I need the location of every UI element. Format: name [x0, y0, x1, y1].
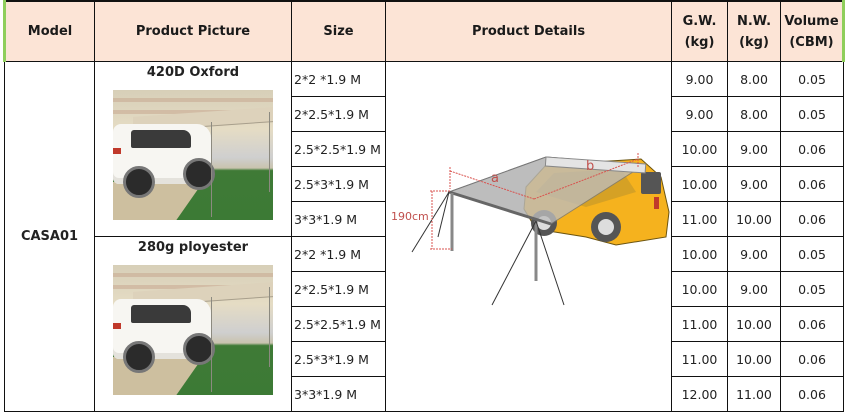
header-product-details: Product Details: [385, 0, 672, 62]
awning-dimension-diagram: 190cm a b: [391, 152, 670, 305]
car-awning-photo: [113, 265, 273, 395]
table-row: CASA01 420D Oxford 2*2 *1.9 M: [4, 61, 844, 412]
size-cell: 2.5*2.5*1.9 M: [291, 306, 386, 342]
header-gw-line2: (kg): [684, 34, 715, 50]
gw-cell: 11.00: [671, 341, 728, 377]
gw-cell: 10.00: [671, 271, 728, 307]
gw-cell: 9.00: [671, 96, 728, 132]
nw-cell: 10.00: [727, 306, 781, 342]
header-nw-line1: N.W.: [736, 13, 772, 29]
table-row: 3*3*1.9 M 12.00 11.00 0.06: [5, 376, 844, 412]
volume-cell: 0.06: [780, 131, 844, 167]
size-cell: 2.5*2.5*1.9 M: [291, 131, 386, 167]
gw-cell: 10.00: [671, 236, 728, 272]
nw-cell: 11.00: [727, 376, 781, 412]
gw-cell: 12.00: [671, 376, 728, 412]
height-label: 190cm: [391, 210, 429, 223]
size-cell: 3*3*1.9 M: [291, 201, 386, 237]
gw-cell: 11.00: [671, 306, 728, 342]
size-cell: 2*2.5*1.9 M: [291, 96, 386, 132]
header-nw-line2: (kg): [739, 34, 769, 50]
table-row: 2*2.5*1.9 M 9.00 8.00 0.05: [5, 96, 844, 132]
header-gw-line1: G.W.: [682, 13, 717, 29]
width-label-a: a: [491, 171, 499, 186]
product-picture-cell-oxford: 420D Oxford: [94, 61, 292, 237]
gw-cell: 10.00: [671, 131, 728, 167]
nw-cell: 9.00: [727, 236, 781, 272]
header-volume: Volume (CBM): [780, 0, 845, 62]
volume-cell: 0.06: [780, 376, 844, 412]
volume-cell: 0.06: [780, 201, 844, 237]
spec-table: Model Product Picture Size Product Detai…: [3, 0, 845, 412]
car-awning-photo: [113, 90, 273, 220]
header-model: Model: [3, 0, 95, 62]
gw-cell: 11.00: [671, 201, 728, 237]
volume-cell: 0.06: [780, 341, 844, 377]
table-row: 2.5*3*1.9 M 10.00 9.00 0.06: [5, 166, 844, 202]
size-cell: 2.5*3*1.9 M: [291, 166, 386, 202]
volume-cell: 0.05: [780, 271, 844, 307]
nw-cell: 10.00: [727, 341, 781, 377]
table-row: 2*2.5*1.9 M 10.00 9.00 0.05: [5, 271, 844, 307]
material-label: 420D Oxford: [146, 65, 240, 80]
product-details-cell: 190cm a b: [385, 61, 672, 412]
header-product-picture: Product Picture: [94, 0, 292, 62]
size-cell: 2*2 *1.9 M: [291, 61, 386, 97]
material-label: 280g ployester: [137, 240, 249, 255]
nw-cell: 9.00: [727, 131, 781, 167]
product-picture-cell-polyester: 280g ployester: [94, 236, 292, 412]
header-gross-weight: G.W. (kg): [671, 0, 728, 62]
volume-cell: 0.06: [780, 306, 844, 342]
gw-cell: 9.00: [671, 61, 728, 97]
nw-cell: 9.00: [727, 166, 781, 202]
volume-cell: 0.05: [780, 236, 844, 272]
volume-cell: 0.06: [780, 166, 844, 202]
nw-cell: 10.00: [727, 201, 781, 237]
size-cell: 2*2 *1.9 M: [291, 236, 386, 272]
gw-cell: 10.00: [671, 166, 728, 202]
header-row: Model Product Picture Size Product Detai…: [3, 0, 845, 62]
depth-label-b: b: [586, 159, 594, 174]
model-cell: CASA01: [4, 61, 95, 412]
nw-cell: 8.00: [727, 61, 781, 97]
nw-cell: 9.00: [727, 271, 781, 307]
size-cell: 2*2.5*1.9 M: [291, 271, 386, 307]
size-cell: 3*3*1.9 M: [291, 376, 386, 412]
header-vol-line2: (CBM): [789, 34, 834, 50]
table-row: 2.5*2.5*1.9 M 10.00 9.00 0.06: [5, 131, 844, 167]
size-cell: 2.5*3*1.9 M: [291, 341, 386, 377]
volume-cell: 0.05: [780, 61, 844, 97]
header-vol-line1: Volume: [784, 13, 839, 29]
header-net-weight: N.W. (kg): [727, 0, 781, 62]
table-row: 2.5*2.5*1.9 M 11.00 10.00 0.06: [5, 306, 844, 342]
nw-cell: 8.00: [727, 96, 781, 132]
header-size: Size: [291, 0, 386, 62]
product-spec-sheet: Model Product Picture Size Product Detai…: [3, 0, 845, 412]
volume-cell: 0.05: [780, 96, 844, 132]
table-row: 3*3*1.9 M 11.00 10.00 0.06: [5, 201, 844, 237]
